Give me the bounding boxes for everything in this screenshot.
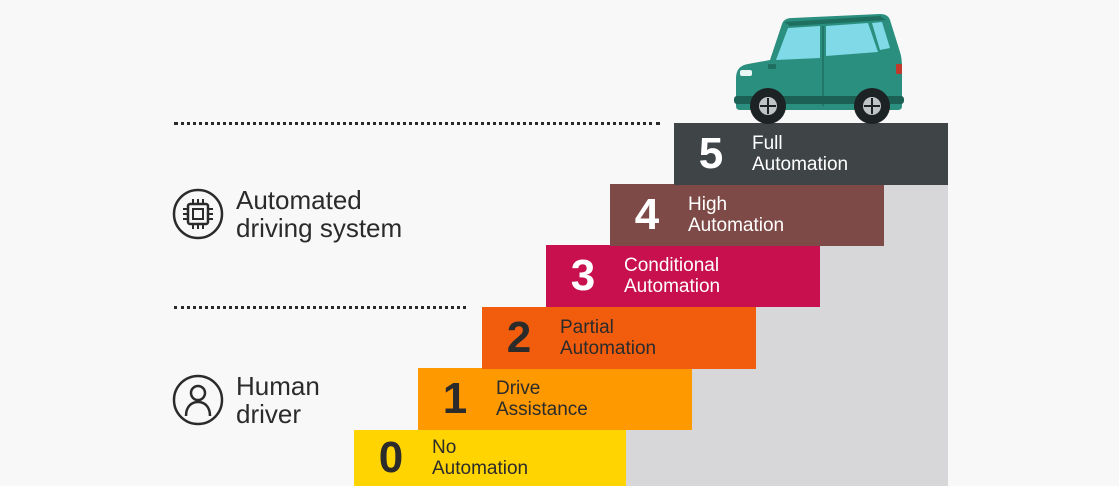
level-label: High Automation bbox=[688, 194, 785, 236]
legend-human: Human driver bbox=[172, 372, 320, 428]
legend-automated-label: Automated driving system bbox=[236, 185, 403, 243]
level-4-step: 4 High Automation bbox=[610, 184, 884, 246]
level-number: 1 bbox=[442, 374, 468, 423]
level-0-step: 0 No Automation bbox=[354, 430, 626, 486]
level-number: 4 bbox=[634, 190, 660, 239]
level-2-step: 2 Partial Automation bbox=[482, 307, 756, 369]
level-5-step: 5 Full Automation bbox=[674, 123, 948, 185]
separator-top bbox=[174, 122, 660, 125]
level-1-step: 1 Drive Assistance bbox=[418, 368, 692, 430]
car-icon bbox=[734, 14, 904, 124]
level-label: Drive Assistance bbox=[496, 378, 588, 420]
separator-middle bbox=[174, 306, 466, 309]
level-number: 3 bbox=[570, 251, 596, 300]
legend-human-label: Human driver bbox=[236, 371, 320, 429]
chip-icon bbox=[172, 188, 224, 240]
legend-automated: Automated driving system bbox=[172, 186, 402, 242]
level-label: Conditional Automation bbox=[624, 255, 721, 297]
level-number: 0 bbox=[378, 433, 404, 482]
person-icon bbox=[172, 374, 224, 426]
level-label: No Automation bbox=[432, 437, 529, 479]
level-number: 2 bbox=[506, 313, 532, 362]
level-label: Full Automation bbox=[752, 133, 849, 175]
level-number: 5 bbox=[698, 129, 724, 178]
level-3-step: 3 Conditional Automation bbox=[546, 245, 820, 307]
level-label: Partial Automation bbox=[560, 317, 657, 359]
